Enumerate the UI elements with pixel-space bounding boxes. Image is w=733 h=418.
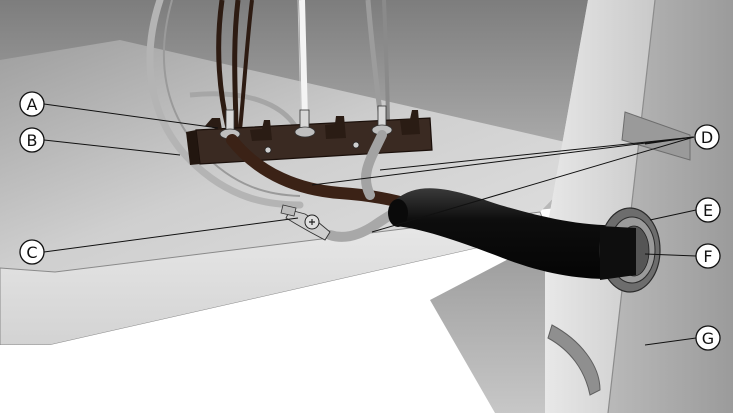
white-wire-top bbox=[299, 0, 308, 121]
black-wire-top-1 bbox=[216, 0, 231, 129]
black-wire-to-conduit bbox=[226, 134, 416, 211]
leader-line-g bbox=[644, 337, 697, 346]
black-wire-top-2 bbox=[232, 0, 241, 131]
callout-letter-f: F bbox=[703, 247, 712, 266]
black-wire-top-3 bbox=[238, 0, 254, 131]
callout-g: G bbox=[695, 325, 721, 351]
callout-c: C bbox=[19, 239, 45, 265]
conduit-through-grommet bbox=[600, 226, 636, 280]
leader-line-f bbox=[644, 253, 697, 257]
gray-wire-top-2 bbox=[382, 0, 390, 129]
callout-a: A bbox=[19, 91, 45, 117]
conduit-end bbox=[388, 199, 408, 227]
leader-line-d2 bbox=[311, 136, 695, 186]
block-mounting-screw-right bbox=[352, 141, 360, 149]
callout-d: D bbox=[694, 124, 720, 150]
conduit bbox=[395, 188, 640, 280]
callout-e: E bbox=[695, 197, 721, 223]
leader-lines bbox=[43, 103, 697, 346]
panel-edge-line bbox=[607, 0, 656, 414]
leader-line-b bbox=[43, 139, 181, 156]
panel-slot-upper bbox=[621, 111, 691, 161]
leader-line-d4 bbox=[371, 136, 695, 233]
callout-letter-e: E bbox=[703, 201, 713, 220]
white-wire-top-edge bbox=[297, 0, 302, 121]
leader-line-c bbox=[43, 217, 299, 253]
leader-line-d3 bbox=[379, 136, 695, 171]
gray-wire-to-conduit bbox=[361, 130, 387, 200]
lower-cavity bbox=[0, 232, 548, 413]
callout-letter-g: G bbox=[702, 329, 714, 348]
leader-line-e bbox=[649, 209, 697, 221]
panel-slot-lower bbox=[547, 324, 601, 396]
terminal-screw-middle bbox=[294, 109, 316, 138]
callout-b: B bbox=[19, 127, 45, 153]
gray-wire-outer-loop bbox=[189, 91, 303, 137]
panel-front-face bbox=[545, 0, 655, 413]
callout-letter-c: C bbox=[26, 243, 37, 262]
leader-line-a bbox=[43, 103, 219, 129]
terminal-screw-right bbox=[371, 105, 393, 136]
callout-letter-d: D bbox=[701, 128, 713, 147]
lower-bracket bbox=[430, 240, 545, 413]
callout-letter-a: A bbox=[27, 95, 38, 114]
callout-f: F bbox=[695, 243, 721, 269]
block-mounting-screw-left bbox=[264, 146, 272, 154]
ring-terminal bbox=[280, 204, 331, 241]
callout-letter-b: B bbox=[27, 131, 38, 150]
